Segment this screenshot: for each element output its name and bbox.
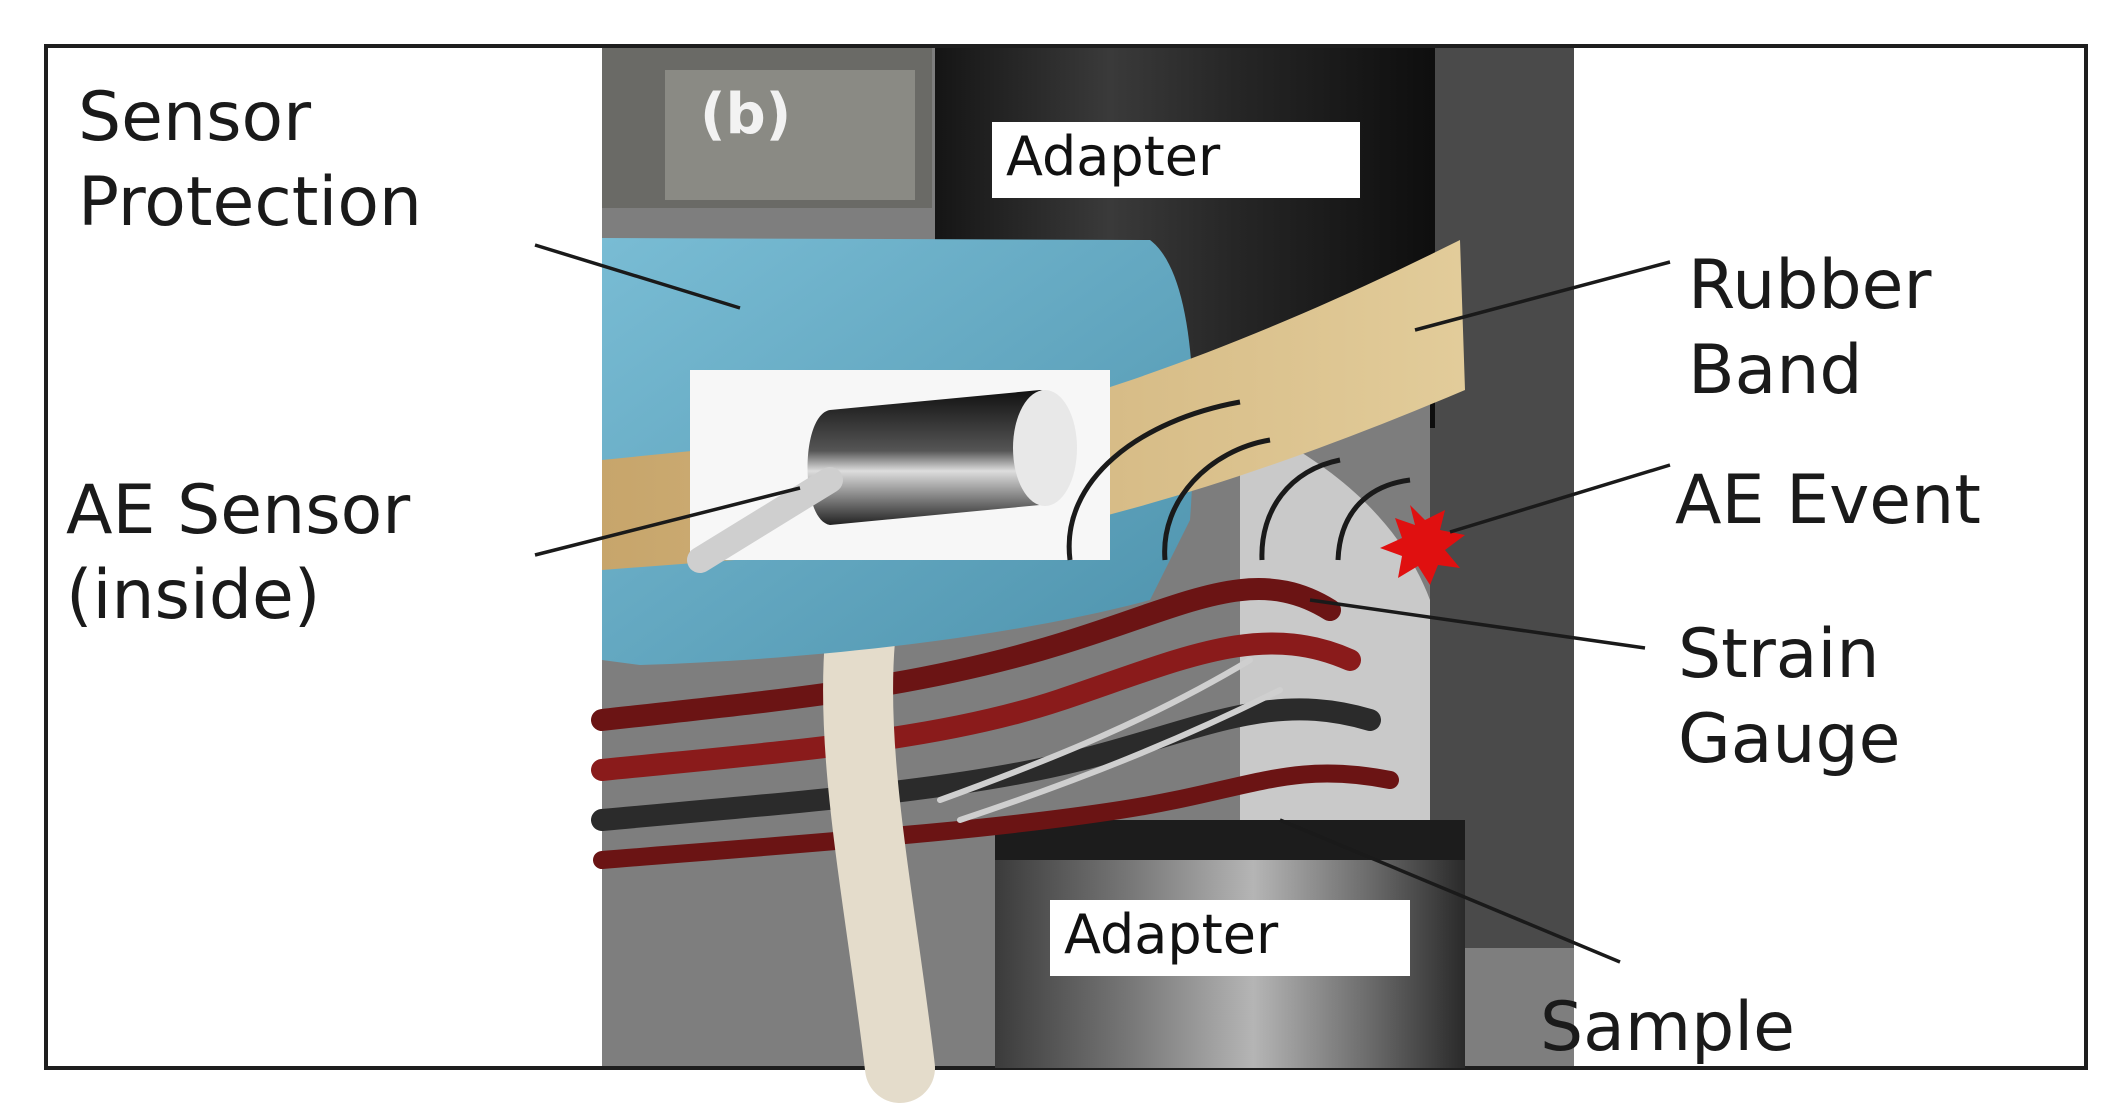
rubber-band-line1: Rubber bbox=[1688, 246, 1932, 325]
sensor-protection-line2: Protection bbox=[78, 163, 423, 242]
ae-sensor-face bbox=[1013, 390, 1077, 506]
leader-lines bbox=[534, 243, 1671, 964]
sensor-protection-label: Sensor Protection bbox=[78, 75, 422, 245]
ae-event-burst bbox=[1380, 505, 1465, 585]
bottom-adapter-top-ring bbox=[995, 820, 1465, 860]
ae-event-label: AE Event bbox=[1675, 461, 1981, 540]
sensor-cable bbox=[823, 605, 935, 1103]
sample-label: Sample bbox=[1540, 988, 1795, 1067]
wires bbox=[591, 578, 1399, 869]
panel-label: (b) bbox=[700, 82, 792, 147]
ae-sensor-cylinder bbox=[807, 390, 1070, 525]
rubber-band-label: Rubber Band bbox=[1688, 243, 1931, 413]
ae-sensor-line2: (inside) bbox=[66, 556, 321, 635]
strain-gauge-label: Strain Gauge bbox=[1678, 612, 1900, 782]
adapter-bottom-tag: Adapter bbox=[1050, 900, 1410, 976]
panel-label-box bbox=[665, 70, 915, 200]
sample-texture bbox=[1240, 420, 1430, 840]
rubber-band-line2: Band bbox=[1688, 331, 1863, 410]
wave-arcs bbox=[1066, 399, 1411, 561]
ae-sensor-lead bbox=[687, 467, 843, 573]
background-right bbox=[1420, 48, 1574, 948]
adapter-top-tag: Adapter bbox=[992, 122, 1360, 198]
ae-sensor-label: AE Sensor (inside) bbox=[66, 468, 410, 638]
sensor-protection-line1: Sensor bbox=[78, 78, 312, 157]
ae-sensor-line1: AE Sensor bbox=[66, 471, 411, 550]
strain-gauge-line2: Gauge bbox=[1678, 700, 1901, 779]
strain-gauge-line1: Strain bbox=[1678, 615, 1880, 694]
